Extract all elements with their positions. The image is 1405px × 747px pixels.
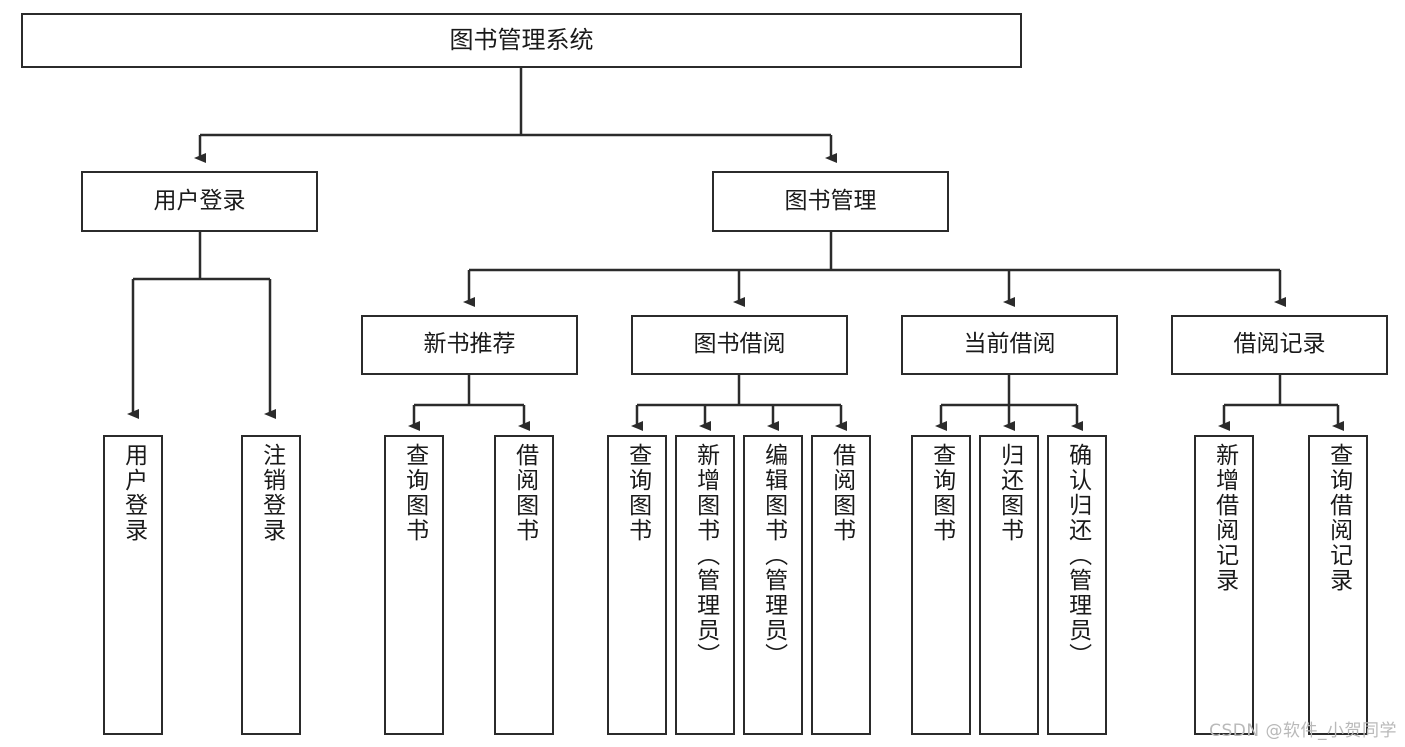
node-leaf-return-book[interactable]: 归还图书 <box>979 435 1039 735</box>
node-leaf-borrow-book-2-label: 借阅图书 <box>828 443 855 543</box>
node-leaf-borrow-book-2[interactable]: 借阅图书 <box>811 435 871 735</box>
node-leaf-query-book-2[interactable]: 查询图书 <box>607 435 667 735</box>
node-leaf-query-book-3-label: 查询图书 <box>928 443 955 543</box>
node-book-management-label: 图书管理 <box>784 187 877 214</box>
node-new-book-recommend-label: 新书推荐 <box>423 331 516 358</box>
node-leaf-add-record-label: 新增借阅记录 <box>1211 443 1238 593</box>
node-current-borrow-label: 当前借阅 <box>963 331 1056 358</box>
node-leaf-confirm-return-label: 确认归还（管理员） <box>1064 443 1091 668</box>
node-leaf-query-book-1-label: 查询图书 <box>401 443 428 543</box>
node-leaf-query-record-label: 查询借阅记录 <box>1325 443 1352 593</box>
node-leaf-user-login[interactable]: 用户登录 <box>103 435 163 735</box>
node-leaf-query-book-2-label: 查询图书 <box>624 443 651 543</box>
node-root[interactable]: 图书管理系统 <box>21 13 1022 68</box>
node-leaf-query-book-3[interactable]: 查询图书 <box>911 435 971 735</box>
node-borrow-record[interactable]: 借阅记录 <box>1171 315 1388 375</box>
node-leaf-add-record[interactable]: 新增借阅记录 <box>1194 435 1254 735</box>
node-leaf-user-login-label: 用户登录 <box>120 443 147 543</box>
node-leaf-query-record[interactable]: 查询借阅记录 <box>1308 435 1368 735</box>
node-borrow-record-label: 借阅记录 <box>1233 331 1326 358</box>
node-root-label: 图书管理系统 <box>449 26 594 55</box>
node-leaf-add-book[interactable]: 新增图书（管理员） <box>675 435 735 735</box>
node-leaf-confirm-return[interactable]: 确认归还（管理员） <box>1047 435 1107 735</box>
node-leaf-borrow-book-1[interactable]: 借阅图书 <box>494 435 554 735</box>
node-leaf-user-logout[interactable]: 注销登录 <box>241 435 301 735</box>
node-leaf-edit-book-label: 编辑图书（管理员） <box>760 443 787 668</box>
node-leaf-edit-book[interactable]: 编辑图书（管理员） <box>743 435 803 735</box>
node-book-borrow[interactable]: 图书借阅 <box>631 315 848 375</box>
node-leaf-borrow-book-1-label: 借阅图书 <box>511 443 538 543</box>
node-current-borrow[interactable]: 当前借阅 <box>901 315 1118 375</box>
node-book-management[interactable]: 图书管理 <box>712 171 949 232</box>
node-book-borrow-label: 图书借阅 <box>693 331 786 358</box>
node-leaf-return-book-label: 归还图书 <box>996 443 1023 543</box>
node-user-login-label: 用户登录 <box>153 187 246 214</box>
node-leaf-query-book-1[interactable]: 查询图书 <box>384 435 444 735</box>
node-leaf-user-logout-label: 注销登录 <box>258 443 285 543</box>
node-new-book-recommend[interactable]: 新书推荐 <box>361 315 578 375</box>
node-user-login[interactable]: 用户登录 <box>81 171 318 232</box>
watermark: CSDN @软件_小贺同学 <box>1209 721 1397 741</box>
node-leaf-add-book-label: 新增图书（管理员） <box>692 443 719 668</box>
